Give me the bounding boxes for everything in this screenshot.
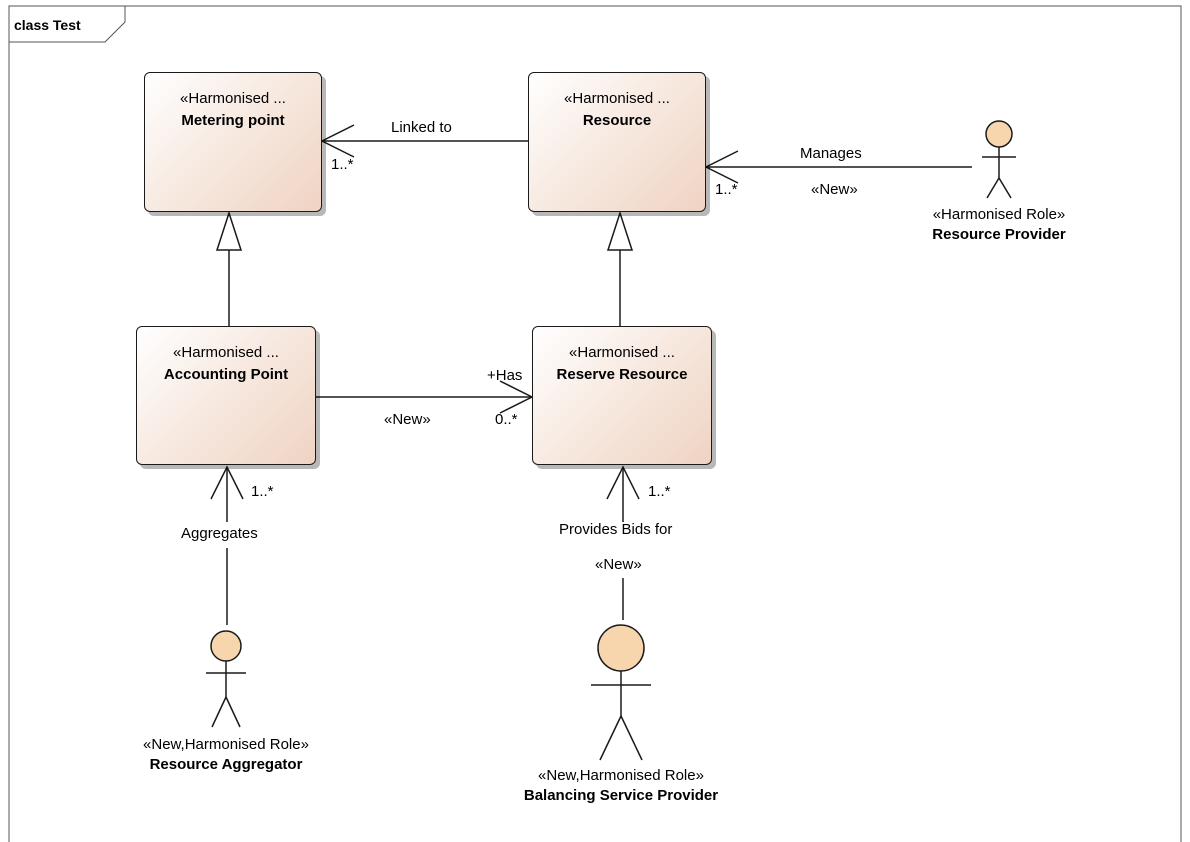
manages-arrowhead <box>704 150 739 184</box>
provides-bids-stereotype: «New» <box>595 556 642 573</box>
manages-multiplicity: 1..* <box>715 181 738 198</box>
class-accounting-point[interactable]: «Harmonised ... Accounting Point <box>136 326 316 465</box>
provides-bids-label: Provides Bids for <box>559 521 673 538</box>
linked-to-arrowhead <box>320 124 355 158</box>
has-stereotype: «New» <box>384 411 431 428</box>
accounting-point-name: Accounting Point <box>163 366 289 383</box>
provides-bids-arrowhead <box>606 465 640 500</box>
aggregates-multiplicity: 1..* <box>251 483 274 500</box>
resource-aggregator-name: Resource Aggregator <box>149 756 303 773</box>
balancing-service-provider-name: Balancing Service Provider <box>523 787 719 804</box>
generalization-reserve-triangle <box>606 210 634 251</box>
balancing-service-provider-label: «New,Harmonised Role» Balancing Service … <box>491 766 751 806</box>
resource-aggregator-actor-icon[interactable] <box>206 630 246 728</box>
resource-name: Resource <box>582 112 652 129</box>
reserve-resource-stereotype: «Harmonised ... <box>569 344 675 361</box>
resource-provider-name: Resource Provider <box>932 226 1066 243</box>
manages-stereotype: «New» <box>811 181 858 198</box>
frame-title: class Test <box>14 17 81 33</box>
accounting-point-stereotype: «Harmonised ... <box>173 344 279 361</box>
reserve-resource-name: Reserve Resource <box>556 366 688 383</box>
resource-provider-label: «Harmonised Role» Resource Provider <box>899 205 1099 245</box>
metering-point-stereotype: «Harmonised ... <box>180 90 286 107</box>
manages-label: Manages <box>800 145 862 162</box>
diagram-frame <box>8 5 1182 842</box>
metering-point-name: Metering point <box>181 112 285 129</box>
aggregates-arrowhead <box>210 465 244 500</box>
has-multiplicity: 0..* <box>495 411 518 428</box>
resource-stereotype: «Harmonised ... <box>564 90 670 107</box>
class-resource[interactable]: «Harmonised ... Resource <box>528 72 706 212</box>
resource-provider-actor-icon[interactable] <box>982 120 1016 199</box>
class-reserve-resource[interactable]: «Harmonised ... Reserve Resource <box>532 326 712 465</box>
resource-aggregator-stereotype: «New,Harmonised Role» <box>143 736 309 753</box>
has-role-label: +Has <box>487 367 523 384</box>
frame-tab <box>9 6 126 43</box>
class-metering-point[interactable]: «Harmonised ... Metering point <box>144 72 322 212</box>
balancing-service-provider-actor-icon[interactable] <box>591 624 651 761</box>
linked-to-label: Linked to <box>391 119 452 136</box>
provides-bids-multiplicity: 1..* <box>648 483 671 500</box>
resource-provider-stereotype: «Harmonised Role» <box>932 206 1066 223</box>
resource-aggregator-label: «New,Harmonised Role» Resource Aggregato… <box>106 735 346 775</box>
linked-to-multiplicity: 1..* <box>331 156 354 173</box>
aggregates-label: Aggregates <box>181 525 258 542</box>
balancing-service-provider-stereotype: «New,Harmonised Role» <box>538 767 704 784</box>
generalization-accounting-triangle <box>215 210 243 251</box>
